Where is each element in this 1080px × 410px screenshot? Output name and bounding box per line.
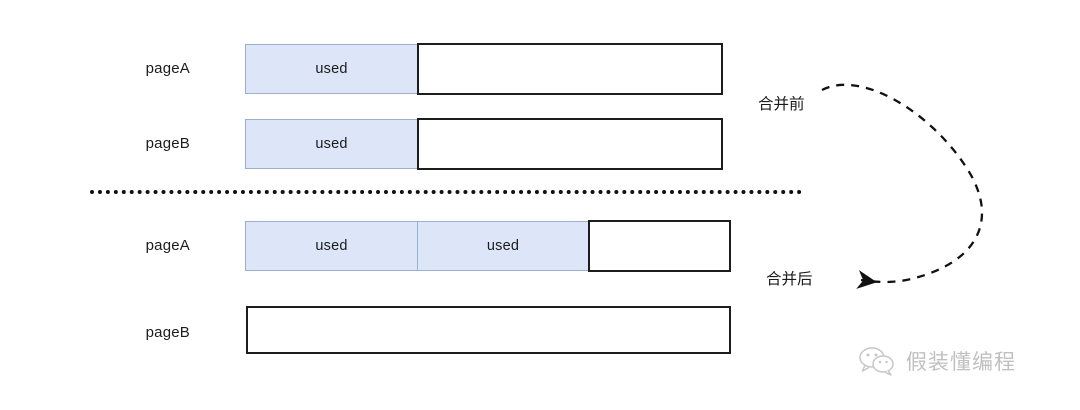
annotation-before-merge: 合并前 bbox=[758, 96, 805, 113]
watermark-text: 假装懂编程 bbox=[906, 350, 1016, 374]
segment-used-pagea-after-1: used bbox=[245, 221, 418, 271]
segment-free-pageb-after-1 bbox=[246, 306, 731, 354]
segment-free-pagea-after-1 bbox=[588, 220, 731, 272]
segment-used-pageb-before-1: used bbox=[245, 119, 418, 169]
segment-used-pagea-after-2: used bbox=[417, 221, 589, 271]
row-label-pageb-before: pageB bbox=[145, 135, 190, 152]
segment-used-pagea-before-1: used bbox=[245, 44, 418, 94]
section-divider bbox=[90, 190, 802, 194]
annotation-after-merge: 合并后 bbox=[766, 271, 813, 288]
watermark: 假装懂编程 bbox=[858, 346, 1016, 376]
segment-free-pagea-before-1 bbox=[417, 43, 723, 95]
row-label-pagea-after: pageA bbox=[145, 237, 190, 254]
row-label-pagea-before: pageA bbox=[145, 60, 190, 77]
row-label-pageb-after: pageB bbox=[145, 324, 190, 341]
segment-free-pageb-before-1 bbox=[417, 118, 723, 170]
wechat-icon bbox=[858, 346, 898, 376]
